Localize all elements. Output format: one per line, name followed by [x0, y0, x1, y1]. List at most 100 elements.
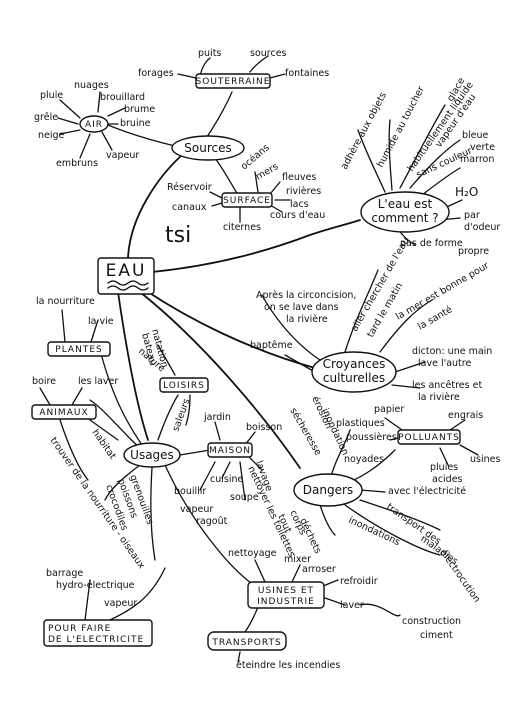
plantes-item: la vie [88, 316, 114, 327]
usines-title-line2: INDUSTRIE [257, 597, 315, 607]
dangers-item: déchets [297, 517, 323, 556]
dangers-title: Dangers [303, 483, 353, 497]
surface-item: citernes [223, 222, 261, 233]
croyances-item: baptême [250, 340, 293, 351]
dangers-item: inondations [347, 515, 402, 548]
center-node: EAU tsi [97, 223, 191, 295]
animaux-item: habitat [90, 427, 119, 461]
souterraine-item: fontaines [285, 68, 329, 79]
polluants-title: POLLUANTS [398, 433, 460, 443]
air-item: neige [38, 130, 65, 141]
usages-branch: Usages PLANTES la nourriture la vie ANIM… [31, 296, 461, 671]
center-note: tsi [165, 223, 191, 248]
loisirs-title: LOISIRS [163, 381, 205, 391]
dangers-item: noyades [344, 454, 384, 465]
polluants-item: poussières [346, 432, 397, 443]
polluants-item: papier [374, 404, 404, 415]
electricite-title-line2: DE L'ELECTRICITE [48, 635, 144, 645]
croyances-title-line1: Croyances [323, 357, 386, 371]
croyances-item: lave l'autre [418, 358, 471, 369]
souterraine-title: SOUTERRAINE [196, 77, 271, 87]
maison-item: bouillir [174, 486, 206, 497]
center-title: EAU [106, 261, 147, 281]
croyances-item: la rivière [418, 392, 460, 403]
comment-item: marron [460, 154, 494, 165]
usines-item: refroidir [340, 576, 378, 587]
dangers-item: avec l'électricité [388, 486, 466, 497]
animaux-item: les laver [78, 376, 118, 387]
sources-title: Sources [184, 141, 231, 155]
comment-item: propre [458, 246, 489, 257]
polluants-item: plastiques [336, 418, 385, 429]
surface-title: SURFACE [223, 196, 271, 206]
souterraine-item: sources [250, 48, 287, 59]
air-item: pluie [40, 90, 63, 101]
electricite-title-line1: POUR FAIRE [48, 624, 111, 634]
surface-item: canaux [172, 202, 207, 213]
croyances-branch: Croyances culturelles Après la circoncis… [250, 236, 492, 403]
surface-item: cours d'eau [270, 210, 325, 221]
usines-item: mixer [284, 554, 311, 565]
air-item: brouillard [100, 92, 145, 103]
maison-item: jardin [203, 412, 231, 423]
comment-item: d'odeur [464, 222, 500, 233]
electricite-item: barrage [46, 568, 83, 579]
electricite-item: hydro-électrique [56, 580, 135, 591]
croyances-item: Après la circoncision, [256, 290, 356, 301]
usines-title-line1: USINES ET [258, 586, 314, 596]
croyances-item: dicton: une main [412, 346, 492, 357]
transports-item: éteindre les incendies [236, 660, 340, 671]
comment-title-line2: comment ? [371, 211, 438, 225]
comment-item: bleue [462, 130, 489, 141]
surface-item: mers [254, 161, 280, 183]
air-item: bruine [120, 118, 151, 129]
dangers-item: électrocution [438, 547, 483, 604]
maison-item: soupe [230, 492, 259, 503]
surface-item: fleuves [282, 172, 316, 183]
usines-item: arroser [302, 564, 336, 575]
air-title: AIR [85, 120, 103, 130]
maison-title: MAISON [209, 446, 251, 456]
surface-item: lacs [290, 199, 309, 210]
air-item: embruns [56, 158, 98, 169]
air-item: nuages [74, 80, 109, 91]
croyances-item: on se lave dans [264, 302, 338, 313]
maison-item: ragoût [196, 516, 228, 527]
comment-branch: L'eau est comment ? adhère aux objets hu… [339, 76, 500, 257]
souterraine-item: forages [138, 68, 174, 79]
air-item: grêle [34, 112, 58, 123]
usines-item: laver [340, 600, 364, 611]
polluants-item: pluies [430, 462, 458, 473]
maison-item: vapeur [180, 504, 213, 515]
plantes-item: la nourriture [36, 296, 95, 307]
surface-item: Réservoir [167, 182, 212, 193]
electricite-item: vapeur [104, 598, 137, 609]
maison-item: cuisine [210, 474, 243, 485]
surface-item: rivières [286, 186, 321, 197]
comment-item: pas de forme [400, 238, 463, 249]
plantes-title: PLANTES [55, 345, 102, 355]
usages-title: Usages [130, 448, 174, 462]
croyances-item: les ancêtres et [412, 380, 482, 391]
air-item: vapeur [106, 150, 139, 161]
maison-item: boisson [246, 422, 282, 433]
croyances-title-line2: culturelles [323, 371, 385, 385]
comment-item: par [464, 210, 480, 221]
comment-title-line1: L'eau est [378, 197, 433, 211]
usines-item: nettoyage [228, 548, 277, 559]
polluants-item: usines [470, 454, 500, 465]
souterraine-item: puits [198, 48, 221, 59]
air-item: brume [124, 104, 155, 115]
sources-branch: Sources SOUTERRAINE puits sources forage… [34, 48, 329, 233]
comment-item: verte [470, 142, 495, 153]
polluants-item: acides [432, 474, 463, 485]
usines-item: ciment [420, 630, 453, 641]
usines-item: construction [402, 616, 461, 627]
animaux-item: boire [32, 376, 56, 387]
transports-title: TRANSPORTS [211, 638, 281, 648]
comment-item: H₂O [455, 185, 478, 199]
animaux-title: ANIMAUX [39, 408, 88, 418]
croyances-item: la rivière [286, 314, 328, 325]
polluants-item: engrais [448, 410, 483, 421]
